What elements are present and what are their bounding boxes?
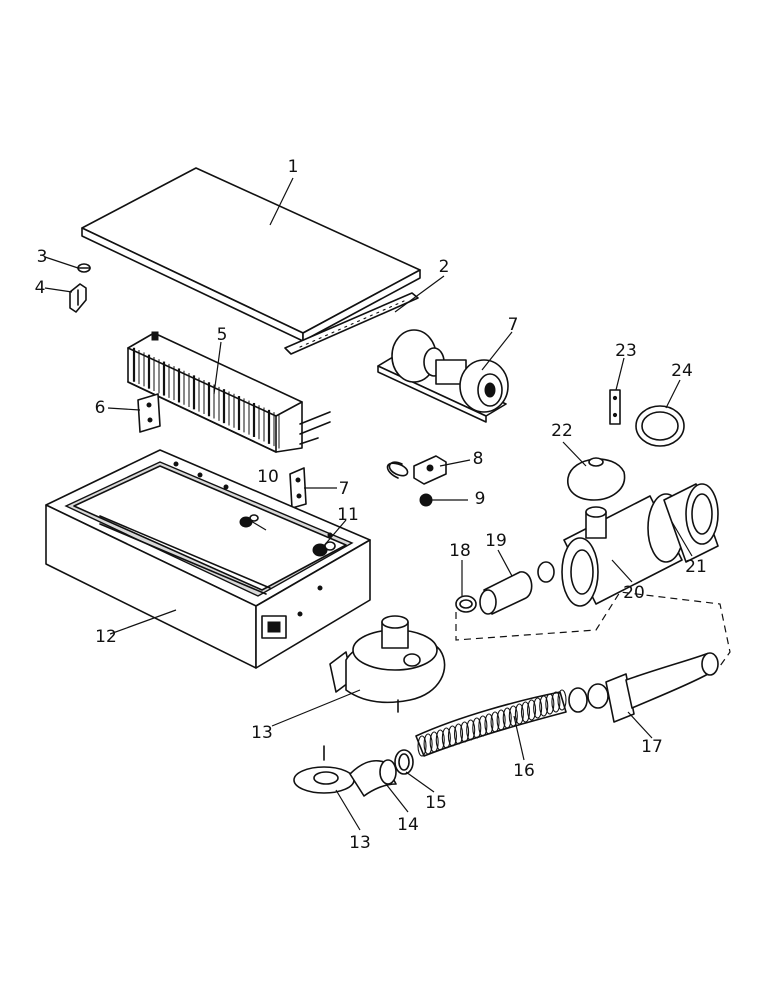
callout-11: 13 [251, 723, 273, 743]
callout-13-upper: 18 [449, 541, 471, 561]
part-2-mounting-rail [284, 292, 419, 355]
part-6-heater-coil [127, 331, 331, 453]
callout-18: 20 [623, 583, 645, 603]
part-20-dome-cap [567, 457, 626, 501]
part-4-clip [69, 283, 87, 313]
callout-20: 22 [551, 421, 573, 441]
callout-7-right: 7 [339, 479, 350, 499]
part-5-screw [77, 263, 91, 273]
part-21-strap [609, 389, 621, 425]
part-10-knob [419, 493, 433, 507]
callout-6: 5 [217, 325, 228, 345]
callout-23: 11 [337, 505, 359, 525]
callout-8: 7 [508, 315, 519, 335]
connection-outline [455, 591, 731, 667]
part-19-filter-end-cap [663, 483, 719, 563]
part-11-blower-fan [329, 615, 446, 713]
callout-2: 2 [439, 257, 450, 277]
part-12-outlet-flange [293, 745, 355, 794]
callout-16: 17 [641, 737, 663, 757]
part-17-connector-tube [479, 561, 555, 615]
callout-labels: 1 2 3 4 5 6 7 7 8 9 10 11 12 13 13 14 15… [35, 157, 707, 853]
part-13-clamp-upper [455, 595, 477, 613]
callout-3: 1 [288, 157, 299, 177]
callout-9: 8 [473, 449, 484, 469]
part-16-duct [568, 652, 719, 723]
callout-4: 4 [35, 278, 46, 298]
part-3-cover-plate [81, 167, 421, 342]
callout-1: 12 [95, 627, 117, 647]
part-1-housing [45, 449, 371, 669]
callout-17: 19 [485, 531, 507, 551]
callout-15: 16 [513, 761, 535, 781]
callout-5: 3 [37, 247, 48, 267]
part-7-bracket-left [137, 393, 161, 433]
leader-lines [44, 177, 693, 831]
part-8-twin-blower [377, 329, 509, 423]
callout-7-left: 6 [95, 398, 106, 418]
callout-22: 24 [671, 361, 693, 381]
part-9-switch [386, 455, 447, 485]
callout-10: 9 [475, 489, 486, 509]
callout-21: 23 [615, 341, 637, 361]
part-13-elbow [349, 759, 397, 797]
part-22-clamp-ring [635, 405, 685, 447]
callout-24: 10 [257, 467, 279, 487]
callout-12: 13 [349, 833, 371, 853]
part-14-hose-clamp [394, 749, 414, 775]
part-15-flexible-hose [415, 689, 567, 757]
callout-13-lower: 14 [397, 815, 419, 835]
callout-19: 21 [685, 557, 707, 577]
callout-14: 15 [425, 793, 447, 813]
part-7-bracket-right [289, 467, 307, 509]
